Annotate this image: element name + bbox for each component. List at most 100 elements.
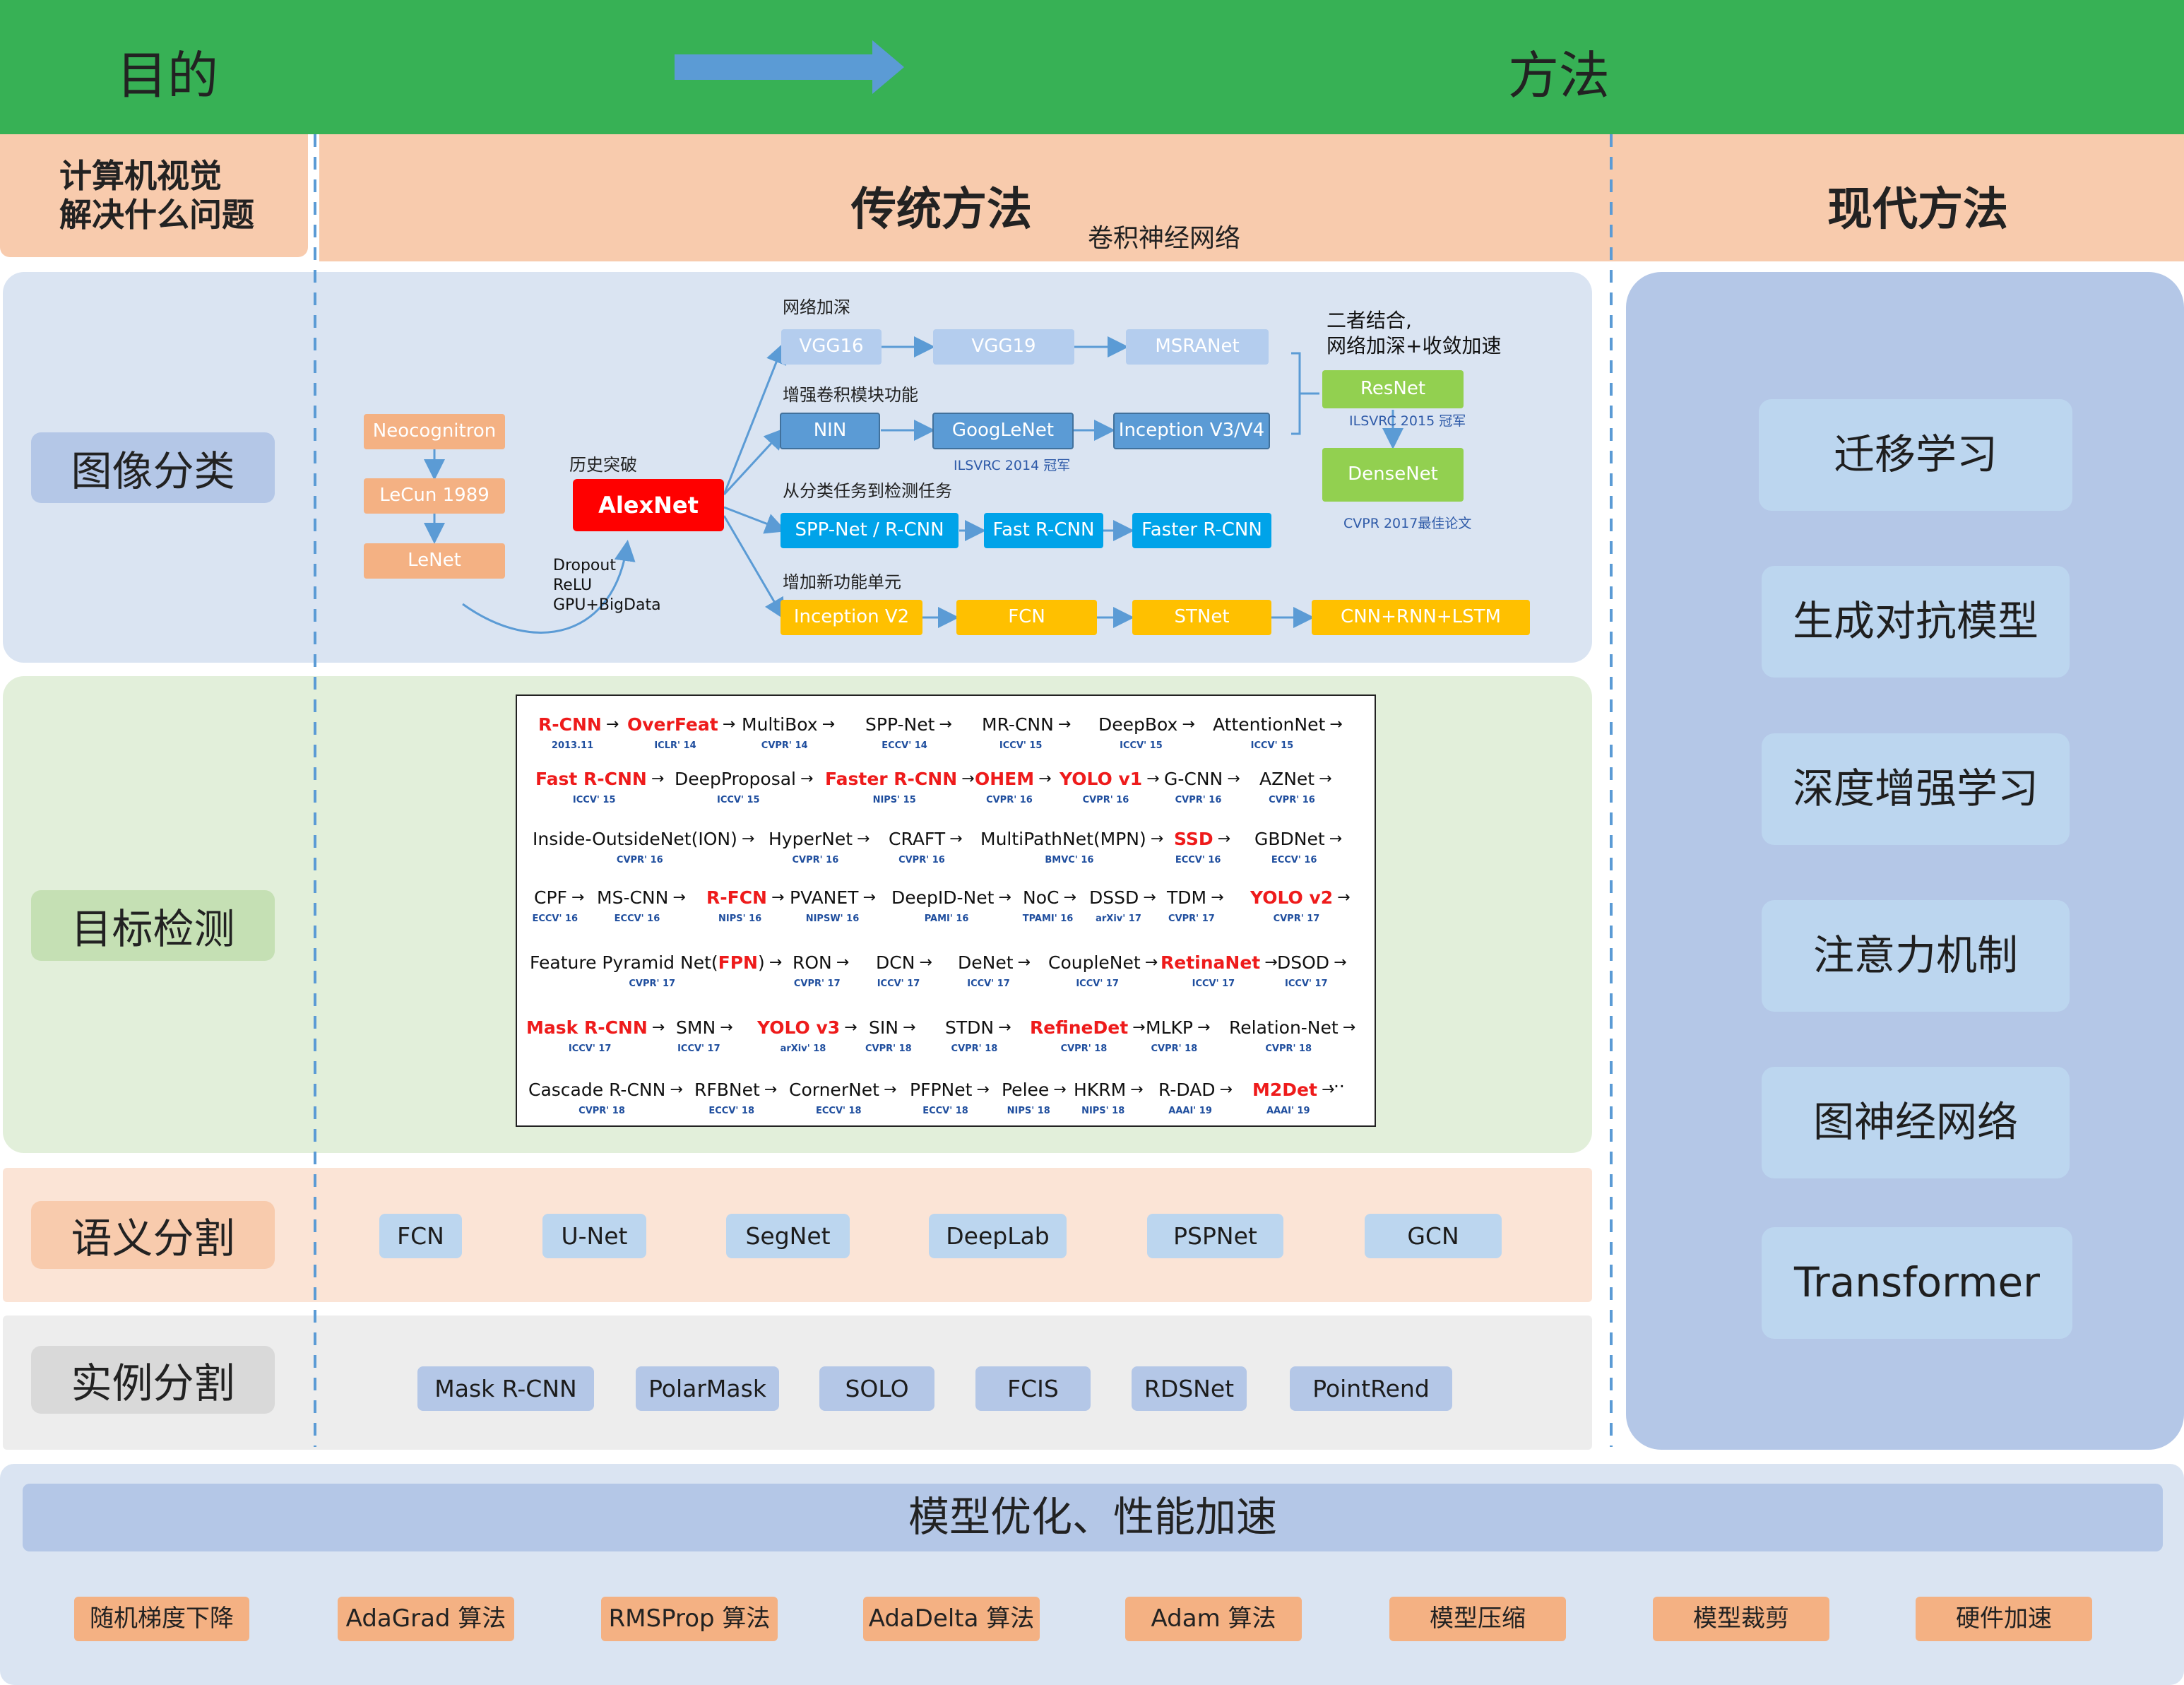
detection-arrow-icon: → xyxy=(764,1081,778,1099)
category-classification: 图像分类 xyxy=(31,432,275,503)
detection-venue: ECCV' 16 xyxy=(1271,855,1317,865)
instance-rdsnet: RDSNet xyxy=(1132,1366,1247,1411)
detection-item: SIN xyxy=(869,1017,898,1038)
detection-item: Feature Pyramid Net(FPN) xyxy=(530,952,765,973)
detection-item: CRAFT xyxy=(889,829,946,849)
detection-arrow-icon: → xyxy=(651,770,665,788)
detection-arrow-icon: → xyxy=(1319,770,1332,788)
detection-arrow-icon: → xyxy=(1342,1019,1356,1036)
opt-rmsprop: RMSProp 算法 xyxy=(601,1597,778,1641)
detection-item: DSSD xyxy=(1089,887,1139,908)
detection-venue: ICLR' 14 xyxy=(654,740,696,751)
alexnet-trick-relu: ReLU xyxy=(553,577,593,594)
detection-item: DeNet xyxy=(958,952,1014,973)
detection-arrow-icon: → xyxy=(998,889,1011,906)
detection-item: Pelee xyxy=(1002,1080,1050,1100)
detection-arrow-icon: → xyxy=(883,1081,897,1099)
resnet-note: ILSVRC 2015 冠军 xyxy=(1349,413,1466,429)
detection-venue: ICCV' 15 xyxy=(572,795,616,805)
googlenet-note: ILSVRC 2014 冠军 xyxy=(954,458,1071,473)
detection-venue: ECCV' 18 xyxy=(815,1106,862,1116)
detection-item: NoC xyxy=(1023,887,1060,908)
semantic-unet: U-Net xyxy=(542,1214,646,1258)
detection-arrow-icon: → xyxy=(1337,889,1351,906)
detection-item: OverFeat xyxy=(627,714,718,735)
detection-arrow-icon: → xyxy=(1057,716,1072,733)
question-line-2: 解决什么问题 xyxy=(59,196,254,234)
detection-arrow-icon: → xyxy=(1150,830,1164,848)
detection-arrow-icon: → xyxy=(1329,716,1343,733)
instance-mask-rcnn: Mask R-CNN xyxy=(417,1366,594,1411)
detection-arrow-icon: → xyxy=(1132,1019,1146,1036)
detection-arrow-icon: → xyxy=(1227,770,1240,788)
combine-note-1: 二者结合, xyxy=(1327,309,1412,332)
node-lecun-1989: LeCun 1989 xyxy=(364,478,505,514)
detection-item: HyperNet xyxy=(768,829,853,849)
header-method: 方法 xyxy=(1508,46,1610,105)
question-box: 计算机视觉 解决什么问题 xyxy=(0,134,308,257)
detection-venue: ICCV' 17 xyxy=(967,979,1010,989)
node-nin: NIN xyxy=(780,413,880,449)
detection-item: RefineDet xyxy=(1030,1017,1129,1038)
detection-venue: AAAI' 19 xyxy=(1168,1106,1212,1116)
opt-adagrad: AdaGrad 算法 xyxy=(338,1597,514,1641)
detection-arrow-icon: → xyxy=(768,954,783,971)
detection-arrow-icon: → xyxy=(1219,1081,1233,1099)
detection-arrow-icon: → xyxy=(961,770,975,788)
instance-polarmask: PolarMask xyxy=(636,1366,779,1411)
detection-item: PVANET xyxy=(790,887,859,908)
node-cnn-rnn-lstm: CNN+RNN+LSTM xyxy=(1312,600,1530,635)
node-alexnet: AlexNet xyxy=(573,479,724,531)
node-faster-rcnn: Faster R-CNN xyxy=(1132,513,1271,548)
detection-venue: NIPS' 18 xyxy=(1081,1106,1125,1116)
detection-item: HKRM xyxy=(1074,1080,1127,1100)
detection-item: Mask R-CNN xyxy=(526,1017,648,1038)
alexnet-note: 历史突破 xyxy=(569,455,637,475)
detection-arrow-icon: → xyxy=(672,889,686,906)
detection-venue: CVPR' 16 xyxy=(616,855,663,865)
detection-venue: CVPR' 16 xyxy=(1082,795,1129,805)
header-arrow-icon xyxy=(675,40,904,94)
detection-arrow-icon: → xyxy=(771,889,785,906)
detection-venue: PAMI' 16 xyxy=(924,914,969,924)
detection-arrow-icon: → xyxy=(1197,1019,1211,1036)
detection-item: Cascade R-CNN xyxy=(528,1080,666,1100)
detection-venue: CVPR' 18 xyxy=(1151,1043,1198,1054)
detection-venue: ICCV' 17 xyxy=(877,979,920,989)
detection-arrow-icon: → xyxy=(1217,830,1231,848)
detection-item: DeepID-Net xyxy=(891,887,995,908)
detection-arrow-icon: → xyxy=(919,954,932,971)
detection-arrow-icon: → xyxy=(1211,889,1224,906)
detection-item: R-FCN xyxy=(706,887,767,908)
detection-venue: ICCV' 15 xyxy=(1250,740,1294,751)
detection-item: AZNet xyxy=(1259,769,1315,789)
detection-venue: TPAMI' 16 xyxy=(1022,914,1074,924)
detection-venue: ECCV' 16 xyxy=(1175,855,1221,865)
traditional-header xyxy=(319,134,2184,261)
detection-arrow-icon: → xyxy=(1144,954,1158,971)
detection-venue: CVPR' 14 xyxy=(761,740,808,751)
detection-item: R-DAD xyxy=(1158,1080,1216,1100)
header-purpose: 目的 xyxy=(117,46,219,105)
modern-gnn: 图神经网络 xyxy=(1762,1067,2070,1178)
detection-venue: ICCV' 17 xyxy=(677,1043,720,1054)
detection-venue: CVPR' 17 xyxy=(1168,914,1215,924)
detection-item: OHEM xyxy=(975,769,1035,789)
header-bar xyxy=(0,0,2184,134)
densenet-note: CVPR 2017最佳论文 xyxy=(1343,516,1472,531)
instance-fcis: FCIS xyxy=(975,1366,1091,1411)
detection-arrow-icon: → xyxy=(571,889,585,906)
detection-arrow-icon: → xyxy=(1143,889,1156,906)
detection-item: R-CNN xyxy=(538,714,602,735)
detection-item: CornerNet xyxy=(789,1080,879,1100)
detection-arrow-icon: → xyxy=(949,830,963,848)
detection-arrow-icon: → xyxy=(1321,1081,1335,1099)
detection-arrow-icon: → xyxy=(1182,716,1195,733)
detection-item: STDN xyxy=(945,1017,995,1038)
detection-arrow-icon: → xyxy=(998,1019,1011,1036)
detection-venue: arXiv' 18 xyxy=(780,1043,826,1054)
detection-venue: ICCV' 17 xyxy=(1285,979,1328,989)
category-semantic: 语义分割 xyxy=(31,1201,275,1269)
branch-title-detect: 从分类任务到检测任务 xyxy=(783,481,952,501)
